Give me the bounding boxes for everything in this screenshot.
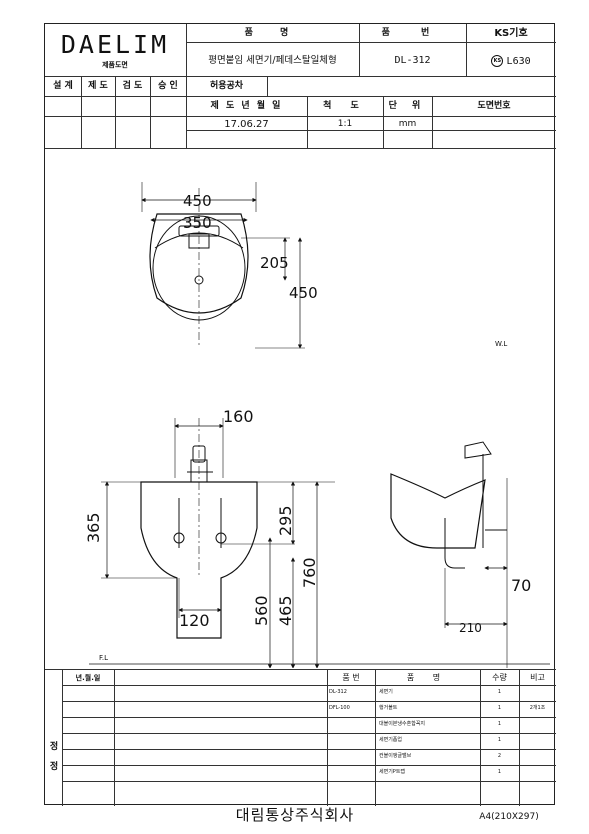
ks-label: KS기호: [494, 28, 528, 39]
ks-value: L630: [506, 56, 531, 67]
parts-row-1-name: 세면기: [379, 689, 393, 695]
date-label: 제 도 년 월 일: [210, 101, 283, 111]
unit-label: 단 위: [388, 101, 427, 111]
parts-header-qty: 수량: [492, 673, 507, 682]
dim-top-depth-faucet: 205: [260, 254, 289, 272]
revision-side-label-1: 정: [49, 742, 59, 752]
parts-header-no: 품 번: [342, 673, 360, 682]
dim-front-drain-width: 120: [179, 611, 210, 630]
product-no-label: 품 번: [381, 28, 444, 38]
date-value: 17.06.27: [224, 119, 269, 130]
ks-mark-icon: KS: [491, 55, 504, 67]
review-label: 검 도: [122, 81, 143, 91]
technical-drawing: 450 350 205 450 W.L: [84, 182, 550, 668]
product-name-label: 품 명: [244, 28, 301, 38]
tolerance-label: 허용공차: [209, 81, 244, 91]
side-view: [390, 441, 508, 668]
dim-front-465: 465: [276, 595, 295, 626]
parts-header-note: 비고: [530, 673, 545, 682]
dim-front-bracket-height: 295: [276, 505, 295, 536]
parts-row-4-name: 세면기폽업: [379, 737, 403, 743]
parts-row-2-note: 2개1조: [529, 705, 546, 711]
paper-size: A4(210X297): [479, 812, 539, 822]
parts-row-1-no: DL-312: [329, 689, 347, 695]
parts-row-5-qty: 2: [497, 753, 502, 759]
revision-date-header: 년.월.일: [75, 674, 101, 682]
parts-row-5-name: 컨블이앵글밸브: [379, 753, 412, 759]
parts-row-2-no: DFL-100: [329, 705, 350, 711]
parts-row-3-qty: 1: [497, 721, 502, 727]
unit-value: mm: [398, 119, 417, 129]
parts-row-1-qty: 1: [497, 689, 502, 695]
top-view: [141, 182, 305, 349]
dim-front-total-height: 760: [300, 557, 319, 588]
brand-subtitle: 제품도면: [102, 61, 128, 69]
dim-front-bowl-height: 365: [84, 512, 103, 543]
dim-top-depth-total: 450: [289, 284, 318, 302]
parts-row-6-qty: 1: [497, 769, 502, 775]
product-name-value: 평면붙임 세면기/페데스탈일체형: [208, 55, 337, 66]
parts-row-6-name: 세면기P트랩: [379, 769, 406, 775]
drawing-sheet: DAELIM 제품도면 품 명 평면붙임 세면기/페데스탈일체형 품 번 DL-…: [44, 23, 556, 806]
wl-label: W.L: [495, 340, 507, 348]
fl-label: F.L: [99, 654, 108, 662]
parts-row-2-name: 행거볼트: [379, 705, 398, 711]
dim-top-width-inner: 350: [183, 214, 212, 232]
scale-value: 1:1: [337, 119, 353, 129]
dim-side-70: 70: [511, 576, 531, 595]
parts-row-4-qty: 1: [497, 737, 502, 743]
dim-front-560: 560: [252, 595, 271, 626]
ks-value-row: KS L630: [466, 55, 556, 67]
draft-label: 제 도: [88, 81, 108, 91]
dim-front-faucet: 160: [223, 407, 254, 426]
design-label: 설 계: [53, 81, 73, 91]
parts-header-name: 품 명: [406, 673, 449, 682]
front-view: [101, 418, 335, 668]
revision-side-label-2: 정: [49, 762, 59, 772]
scale-label: 척 도: [323, 101, 367, 111]
parts-row-2-qty: 1: [497, 705, 502, 711]
dim-top-width-outer: 450: [183, 192, 212, 210]
product-no-value: DL-312: [394, 55, 431, 66]
approve-label: 승 인: [158, 81, 178, 91]
dim-side-210: 210: [459, 621, 482, 635]
parts-row-3-name: 대블이본냉수혼합꼭지: [379, 721, 426, 727]
brand-logo: DAELIM: [60, 30, 170, 59]
drawing-no-label: 도면번호: [477, 101, 511, 111]
company-name: 대림통상주식회사: [235, 806, 355, 824]
